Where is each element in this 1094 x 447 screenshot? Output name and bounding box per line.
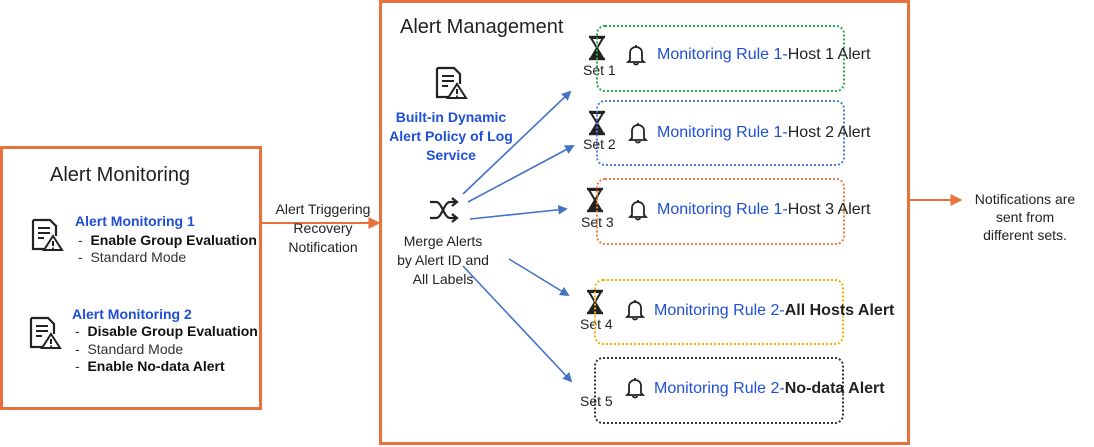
hourglass-icon <box>587 187 603 213</box>
merge-line-3: All Labels <box>412 271 474 287</box>
set-3-rule-text: Monitoring Rule 1-Host 3 Alert <box>657 201 870 219</box>
set-1-rule-box <box>596 25 845 92</box>
arrow-to-set-4 <box>508 258 570 297</box>
policy-line-3: Service <box>426 147 476 163</box>
bell-icon <box>626 45 646 66</box>
arrow-to-set-2 <box>467 145 575 203</box>
set-3-rule-box <box>596 178 845 245</box>
merge-alerts-label: Merge Alerts by Alert ID and All Labels <box>384 232 502 289</box>
merge-line-2: by Alert ID and <box>397 252 489 268</box>
set-2-rule-text: Monitoring Rule 1-Host 2 Alert <box>657 124 870 142</box>
set-4-rule-suffix: All Hosts Alert <box>784 302 895 319</box>
arrow-to-set-3 <box>469 205 568 220</box>
bell-icon <box>628 123 648 144</box>
arrow-to-set-1 <box>462 90 572 195</box>
trigger-label: Alert Triggering Recovery Notification <box>264 200 382 257</box>
alert-monitoring-1-line-2: - Standard Mode <box>78 249 187 265</box>
alert-monitoring-1-line-1: - Enable Group Evaluation <box>78 232 257 248</box>
policy-line-1: Built-in Dynamic <box>395 109 507 125</box>
bell-icon <box>625 378 645 399</box>
alert-monitoring-2-title: Alert Monitoring 2 <box>72 306 192 322</box>
notification-line-2: sent from <box>995 209 1055 225</box>
alert-management-title: Alert Management <box>400 16 564 38</box>
bell-icon <box>625 300 645 321</box>
alert-monitoring-1-title: Alert Monitoring 1 <box>75 213 195 229</box>
set-2-label: Set 2 <box>583 136 616 152</box>
set-5-rule-name: Monitoring Rule 2- <box>654 380 785 397</box>
trigger-label-line-3: Notification <box>288 239 358 255</box>
set-4-rule-text: Monitoring Rule 2-All Hosts Alert <box>654 302 894 320</box>
alert-management-box <box>379 0 910 445</box>
set-4-rule-name: Monitoring Rule 2- <box>654 302 785 319</box>
set-5-rule-box <box>594 357 844 424</box>
alert-monitoring-title: Alert Monitoring <box>50 164 191 186</box>
arrow-to-set-5 <box>462 265 573 383</box>
alert-monitoring-2-line-1: - Disable Group Evaluation <box>75 323 258 339</box>
set-1-rule-suffix: Host 1 Alert <box>787 46 871 63</box>
bell-icon <box>628 200 648 221</box>
alert-monitoring-2-line-3: - Enable No-data Alert <box>75 358 225 374</box>
set-1-rule-name: Monitoring Rule 1- <box>657 46 788 63</box>
set-4-rule-box <box>594 279 844 345</box>
alert-monitoring-box <box>0 146 262 410</box>
set-5-label: Set 5 <box>580 393 613 409</box>
set-2-rule-name: Monitoring Rule 1- <box>657 124 788 141</box>
notification-label: Notifications are sent from different se… <box>958 190 1092 244</box>
set-5-rule-text: Monitoring Rule 2-No-data Alert <box>654 380 885 398</box>
document-warning-icon <box>31 218 64 251</box>
set-3-rule-name: Monitoring Rule 1- <box>657 201 788 218</box>
document-warning-icon <box>435 66 468 99</box>
trigger-label-line-2: Recovery <box>293 220 353 236</box>
trigger-label-line-1: Alert Triggering <box>275 201 371 217</box>
shuffle-merge-icon <box>430 197 459 223</box>
notification-line-1: Notifications are <box>974 191 1076 207</box>
document-warning-icon <box>29 316 62 349</box>
alert-monitoring-2-line-2: - Standard Mode <box>75 341 184 357</box>
policy-line-2: Alert Policy of Log <box>389 128 513 144</box>
set-1-rule-text: Monitoring Rule 1-Host 1 Alert <box>657 46 870 64</box>
set-5-rule-suffix: No-data Alert <box>784 380 885 397</box>
dynamic-alert-policy-label: Built-in Dynamic Alert Policy of Log Ser… <box>372 108 530 165</box>
notification-line-3: different sets. <box>983 227 1067 243</box>
set-3-rule-suffix: Host 3 Alert <box>787 201 871 218</box>
set-1-label: Set 1 <box>583 62 616 78</box>
set-4-label: Set 4 <box>580 316 613 332</box>
set-2-rule-suffix: Host 2 Alert <box>787 124 871 141</box>
merge-line-1: Merge Alerts <box>403 233 483 249</box>
set-2-rule-box <box>596 100 845 166</box>
